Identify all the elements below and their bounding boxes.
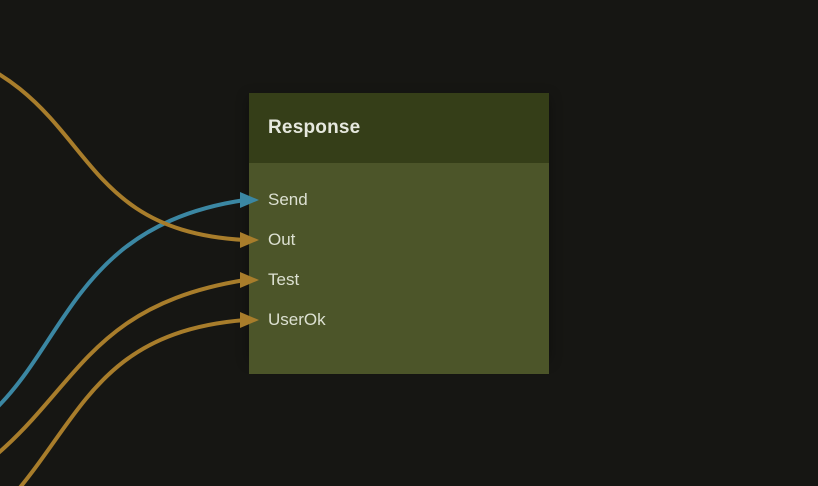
wire-to-test[interactable] [0, 278, 247, 486]
port-label-userok: UserOk [268, 310, 326, 329]
port-label-send: Send [268, 190, 308, 209]
port-row-out: Out [249, 220, 549, 260]
node-response[interactable]: Response Send Out Test UserOk [249, 93, 549, 374]
port-row-send: Send [249, 180, 549, 220]
port-label-test: Test [268, 270, 300, 289]
wire-to-out[interactable] [0, 45, 247, 242]
wire-to-userok[interactable] [0, 318, 247, 486]
port-row-test: Test [249, 260, 549, 300]
node-body: Send Out Test UserOk [249, 163, 549, 374]
port-row-userok: UserOk [249, 300, 549, 340]
node-title: Response [268, 117, 361, 138]
node-header[interactable]: Response [249, 93, 549, 163]
wire-to-send[interactable] [0, 198, 247, 450]
port-label-out: Out [268, 230, 296, 249]
